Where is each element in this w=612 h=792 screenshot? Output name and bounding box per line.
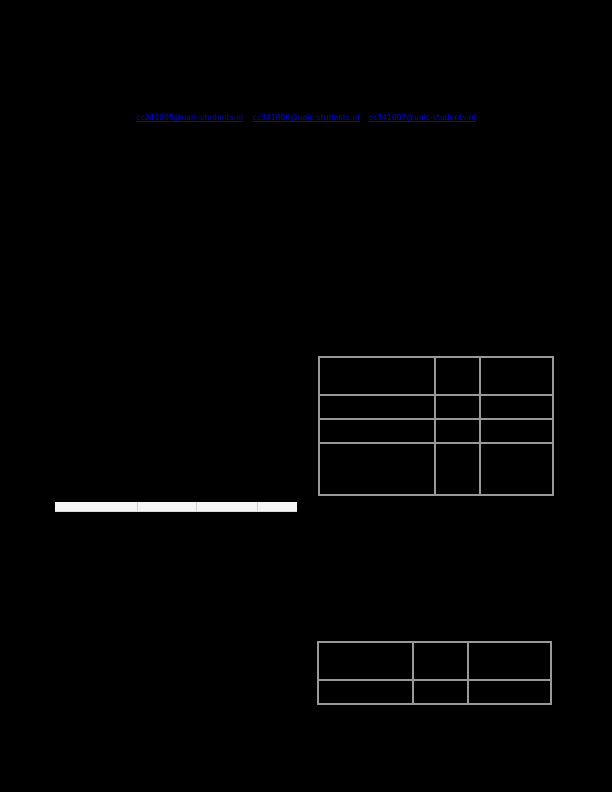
email-links-row: cc341005@uaic-students.nl cc341006@uaic-…: [0, 112, 612, 123]
table-row: [318, 356, 554, 396]
upper-right-table: [318, 356, 554, 496]
table-cell: [434, 418, 481, 444]
table-row: [318, 418, 554, 444]
table-row: [318, 442, 554, 496]
table-cell: [318, 442, 436, 496]
clipped-row-cell-1: menu).: [55, 502, 137, 511]
table-cell: [318, 418, 436, 444]
table-cell: [479, 356, 554, 396]
clipped-row-cell-2: [137, 502, 196, 511]
table-cell: [318, 356, 436, 396]
email-link-1[interactable]: cc341005@uaic-students.nl: [136, 113, 244, 122]
clipped-row-cell-3: [196, 502, 257, 511]
email-link-2[interactable]: cc341006@uaic-students.nl: [252, 113, 360, 122]
table-cell: [318, 394, 436, 420]
email-link-3[interactable]: cc341007@uaic-students.nl: [368, 113, 476, 122]
table-row: [318, 394, 554, 420]
table-cell: [412, 641, 469, 681]
table-cell: [479, 418, 554, 444]
table-cell: [479, 442, 554, 496]
table-cell: [317, 641, 414, 681]
table-cell: [434, 356, 481, 396]
lower-right-table: [317, 641, 552, 705]
table-cell: [467, 679, 552, 705]
table-cell: [434, 442, 481, 496]
table-cell: [467, 641, 552, 681]
table-cell: [317, 679, 414, 705]
table-cell: [434, 394, 481, 420]
table-row: [317, 641, 552, 681]
table-cell: [479, 394, 554, 420]
clipped-row-cell-4: [257, 502, 297, 511]
clipped-table-row: menu).: [55, 502, 297, 512]
table-row: [317, 679, 552, 705]
table-cell: [412, 679, 469, 705]
